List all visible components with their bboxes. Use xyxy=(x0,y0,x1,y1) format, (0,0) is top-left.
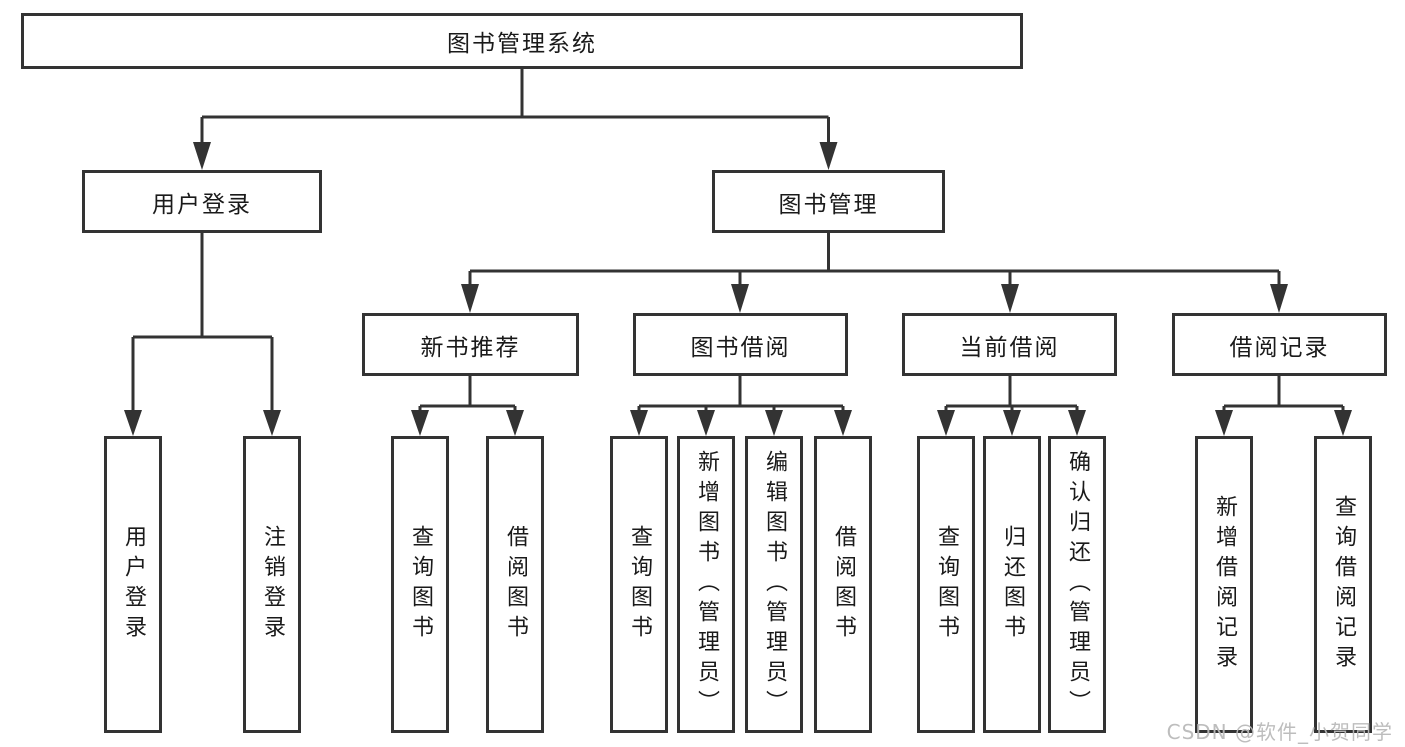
leaf-borrow-books: 借阅图书 xyxy=(814,436,872,733)
node-new-book-recommend: 新书推荐 xyxy=(362,313,579,376)
leaf-query-borrow-record: 查询借阅记录 xyxy=(1314,436,1372,733)
csdn-watermark: CSDN @软件_小贺同学 xyxy=(1166,720,1393,744)
node-current-borrow: 当前借阅 xyxy=(902,313,1117,376)
leaf-logout: 注销登录 xyxy=(243,436,301,733)
leaf-user-login: 用户登录 xyxy=(104,436,162,733)
node-book-borrow: 图书借阅 xyxy=(633,313,848,376)
leaf-current-query-books: 查询图书 xyxy=(917,436,975,733)
node-user-login-branch: 用户登录 xyxy=(82,170,322,233)
leaf-recommend-query-books: 查询图书 xyxy=(391,436,449,733)
node-borrow-records: 借阅记录 xyxy=(1172,313,1387,376)
leaf-recommend-borrow-books: 借阅图书 xyxy=(486,436,544,733)
leaf-add-books-admin: 新增图书（管理员） xyxy=(677,436,735,733)
node-book-management-branch: 图书管理 xyxy=(712,170,945,233)
leaf-borrow-query-books: 查询图书 xyxy=(610,436,668,733)
node-root-system: 图书管理系统 xyxy=(21,13,1023,69)
leaf-confirm-return-admin: 确认归还（管理员） xyxy=(1048,436,1106,733)
leaf-add-borrow-record: 新增借阅记录 xyxy=(1195,436,1253,733)
leaf-edit-books-admin: 编辑图书（管理员） xyxy=(745,436,803,733)
leaf-return-books: 归还图书 xyxy=(983,436,1041,733)
